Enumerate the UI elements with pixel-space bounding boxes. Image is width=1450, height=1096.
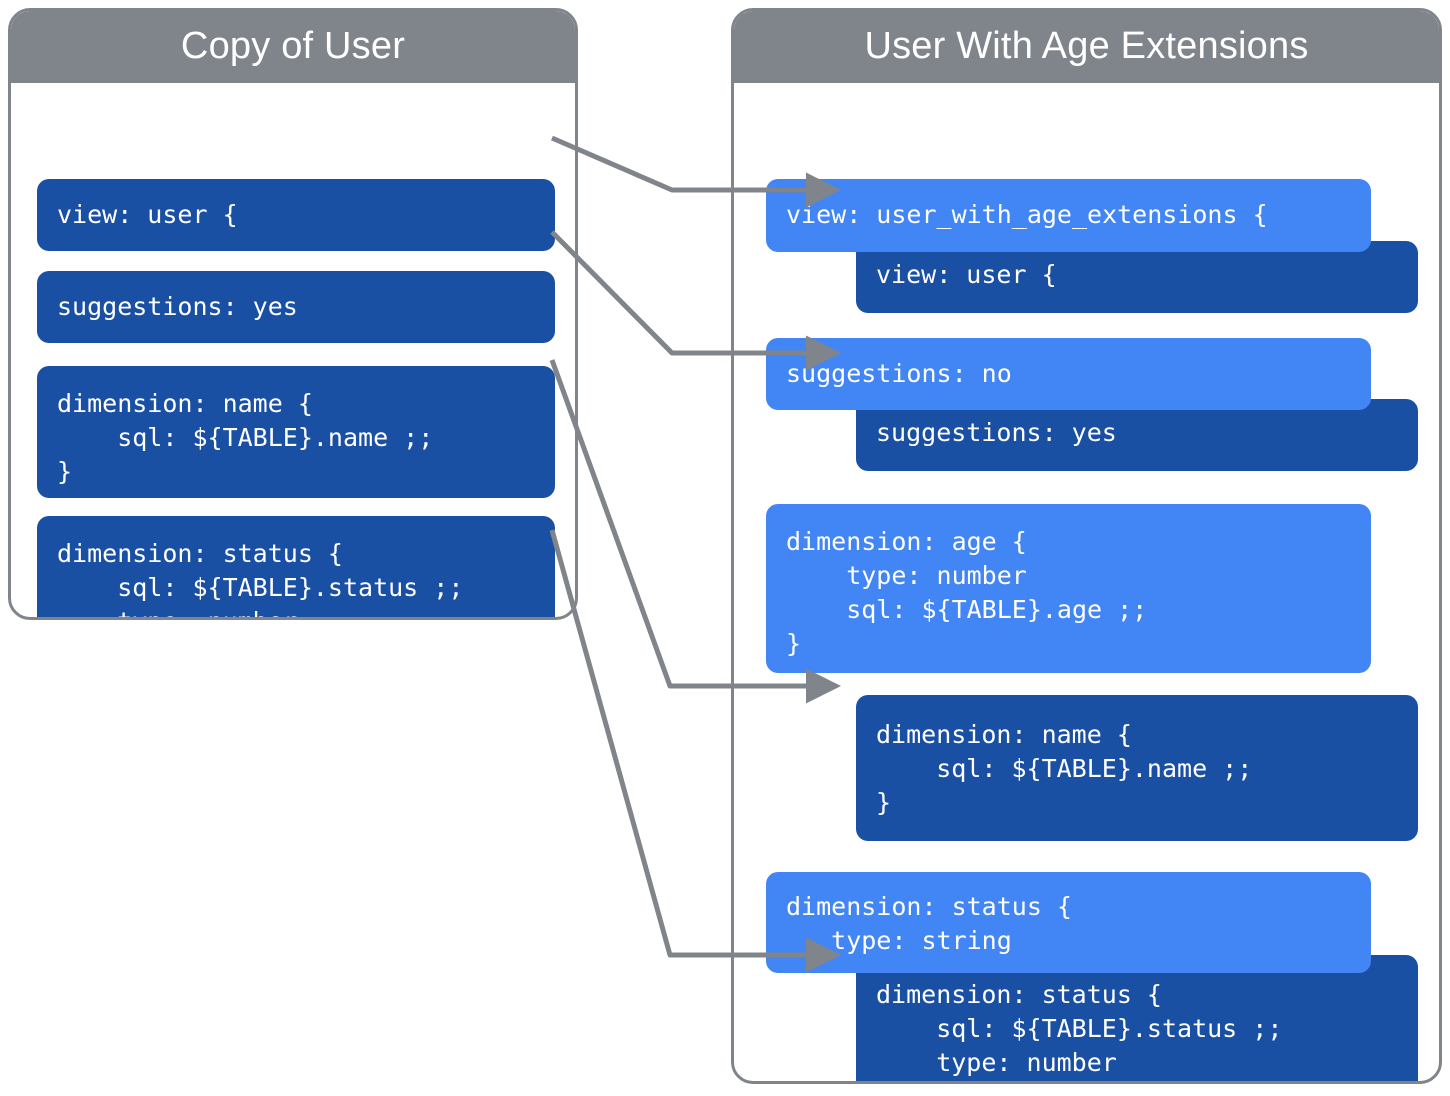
left-block-view: view: user { bbox=[37, 179, 555, 251]
panel-copy-of-user: Copy of User view: user { suggestions: y… bbox=[8, 8, 578, 620]
right-block-suggestions-no: suggestions: no bbox=[766, 338, 1371, 410]
right-block-dimension-name: dimension: name { sql: ${TABLE}.name ;; … bbox=[856, 695, 1418, 841]
right-block-dimension-status-base: dimension: status { sql: ${TABLE}.status… bbox=[856, 955, 1418, 1081]
right-block-suggestions-yes: suggestions: yes bbox=[856, 399, 1418, 471]
panel-user-with-age-extensions: User With Age Extensions view: user_with… bbox=[731, 8, 1442, 1084]
left-block-dimension-name: dimension: name { sql: ${TABLE}.name ;; … bbox=[37, 366, 555, 498]
left-block-suggestions: suggestions: yes bbox=[37, 271, 555, 343]
panel-left-title: Copy of User bbox=[11, 11, 575, 83]
right-block-dimension-age: dimension: age { type: number sql: ${TAB… bbox=[766, 504, 1371, 673]
right-block-view-extension: view: user_with_age_extensions { bbox=[766, 179, 1371, 252]
right-block-view-user: view: user { bbox=[856, 241, 1418, 313]
panel-right-title: User With Age Extensions bbox=[734, 11, 1439, 83]
right-block-dimension-status-override: dimension: status { type: string bbox=[766, 872, 1371, 973]
left-block-dimension-status: dimension: status { sql: ${TABLE}.status… bbox=[37, 516, 555, 617]
